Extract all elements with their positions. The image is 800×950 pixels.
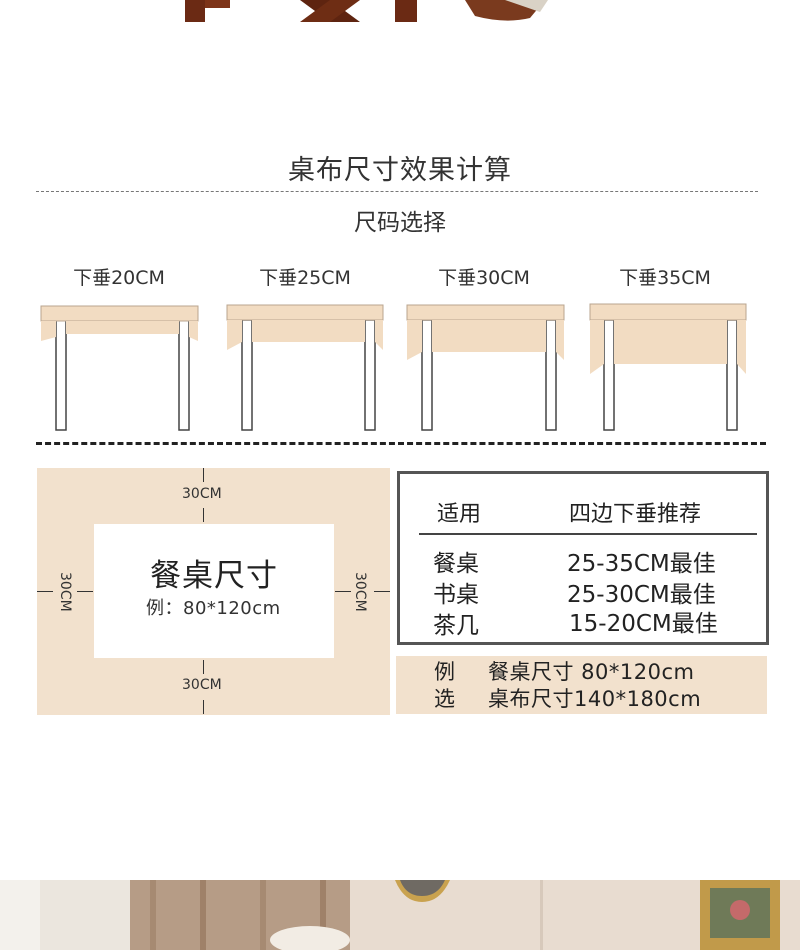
table-row-drop: 15-20CM最佳 (569, 611, 718, 637)
example-box: 例 餐桌尺寸 80*120cm 选 桌布尺寸140*180cm (396, 656, 767, 714)
dimension-label-left: 30CM (57, 572, 73, 612)
example-line-2: 桌布尺寸140*180cm (488, 687, 702, 711)
table-size-title: 餐桌尺寸 (150, 558, 278, 594)
interior-photo-bottom (0, 880, 800, 950)
table-row-drop: 25-30CM最佳 (567, 582, 716, 608)
drop-label-30: 下垂30CM (438, 267, 530, 289)
table-drop-30 (406, 304, 565, 431)
dimension-line-right-inner (335, 591, 351, 592)
dimension-line-right (374, 591, 390, 592)
dimension-label-bottom: 30CM (182, 677, 222, 693)
table-row-use: 书桌 (433, 582, 479, 608)
dimension-line-top (203, 468, 204, 482)
dimension-label-top: 30CM (182, 486, 222, 502)
column-header-use: 适用 (437, 502, 482, 527)
table-drop-25 (226, 304, 384, 431)
bottom-photo-strip (0, 880, 800, 950)
section-divider (36, 442, 766, 445)
top-photo-strip (0, 0, 800, 22)
table-row-drop: 25-35CM最佳 (567, 551, 716, 577)
table-drop-20 (40, 305, 199, 431)
recommendation-table: 适用 四边下垂推荐 餐桌 25-35CM最佳 书桌 25-30CM最佳 茶几 1… (397, 471, 769, 645)
table-header-rule (419, 533, 757, 535)
drop-label-25: 下垂25CM (259, 267, 351, 289)
table-row-use: 餐桌 (433, 551, 479, 577)
table-drop-35 (589, 303, 747, 431)
example-prefix-2: 选 (434, 687, 456, 711)
table-size-box: 餐桌尺寸 例：80*120cm (94, 524, 334, 658)
drop-label-35: 下垂35CM (619, 267, 711, 289)
dimension-label-right: 30CM (352, 572, 368, 612)
title-divider (36, 191, 758, 192)
table-size-example: 例：80*120cm (146, 598, 281, 619)
example-prefix-1: 例 (434, 660, 456, 684)
table-row-use: 茶几 (433, 613, 479, 639)
page-title: 桌布尺寸效果计算 (288, 155, 512, 186)
drop-label-20: 下垂20CM (73, 267, 165, 289)
dimension-line-top-lower (203, 508, 204, 522)
furniture-photo-top (185, 0, 548, 22)
page-subtitle: 尺码选择 (354, 210, 446, 236)
dimension-line-left-inner (77, 591, 93, 592)
dimension-line-bottom-lower (203, 700, 204, 714)
example-line-1: 餐桌尺寸 80*120cm (488, 660, 695, 684)
dimension-line-bottom (203, 660, 204, 674)
table-illustrations (40, 303, 747, 431)
tablecloth-diagram: 餐桌尺寸 例：80*120cm 30CM 30CM 30CM 30CM (37, 468, 390, 715)
column-header-drop: 四边下垂推荐 (569, 502, 702, 527)
dimension-line-left (37, 591, 53, 592)
